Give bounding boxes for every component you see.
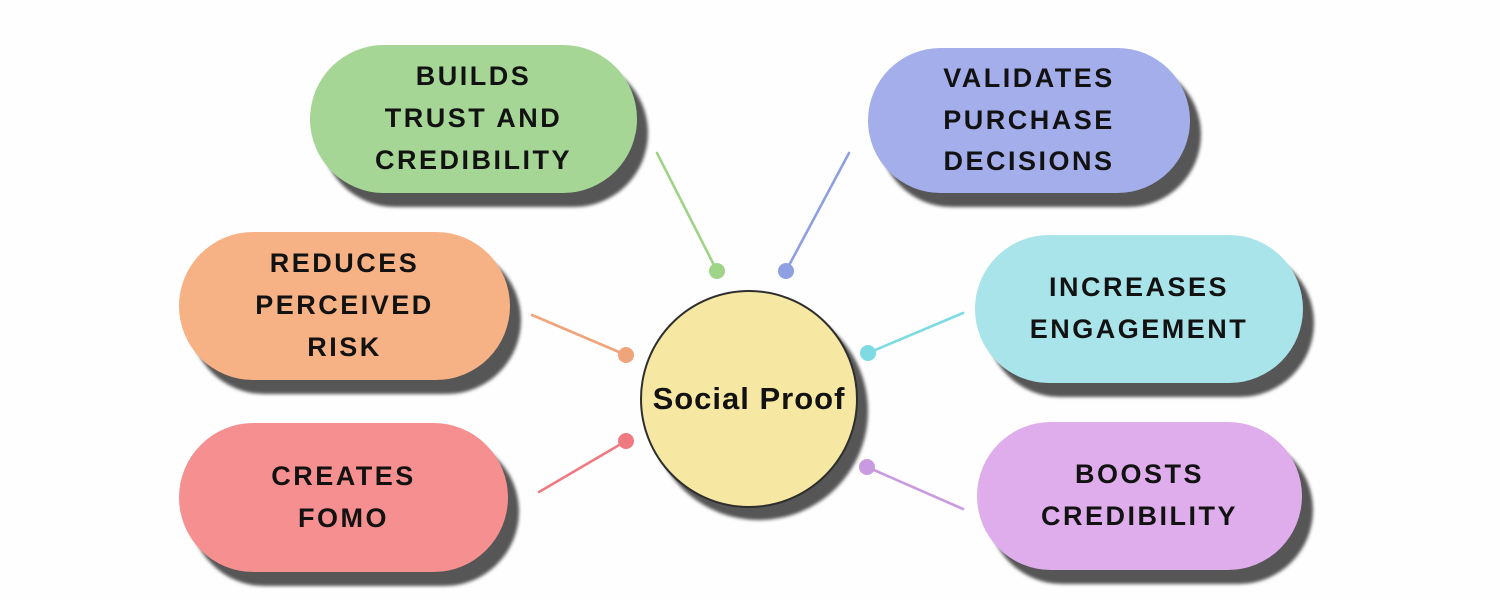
node-builds-trust: BUILDS TRUST AND CREDIBILITY [310, 45, 637, 193]
node-boosts-credibility-label: BOOSTS CREDIBILITY [1040, 459, 1238, 531]
node-validates-purchase-label: VALIDATES PURCHASE DECISIONS [943, 62, 1115, 177]
connector-dot-boosts-credibility [859, 459, 875, 475]
node-increases-engagement-label: INCREASES ENGAGEMENT [1029, 272, 1249, 344]
node-boosts-credibility: BOOSTS CREDIBILITY [977, 422, 1302, 570]
connector-dot-increases-engagement [860, 345, 876, 361]
node-validates-purchase: VALIDATES PURCHASE DECISIONS [868, 48, 1190, 193]
node-reduces-risk-label: REDUCES PERCEIVED RISK [255, 248, 434, 362]
connector-dot-reduces-risk [618, 347, 634, 363]
node-creates-fomo: CREATES FOMO [179, 423, 508, 572]
node-increases-engagement: INCREASES ENGAGEMENT [975, 235, 1303, 383]
center-node-label: Social Proof [652, 381, 846, 416]
connector-dot-builds-trust [709, 263, 725, 279]
node-creates-fomo-label: CREATES FOMO [271, 460, 416, 533]
connector-line-reduces-risk [530, 313, 628, 357]
connector-line-validates-purchase [784, 151, 851, 273]
node-builds-trust-label: BUILDS TRUST AND CREDIBILITY [374, 61, 572, 175]
connector-dot-validates-purchase [778, 263, 794, 279]
center-node-social-proof: Social Proof [640, 290, 858, 508]
connector-line-increases-engagement [866, 311, 965, 355]
node-reduces-risk: REDUCES PERCEIVED RISK [179, 232, 510, 380]
connector-line-creates-fomo [537, 439, 628, 494]
connector-line-boosts-credibility [865, 465, 965, 511]
connector-line-builds-trust [655, 151, 719, 273]
connector-dot-creates-fomo [618, 433, 634, 449]
